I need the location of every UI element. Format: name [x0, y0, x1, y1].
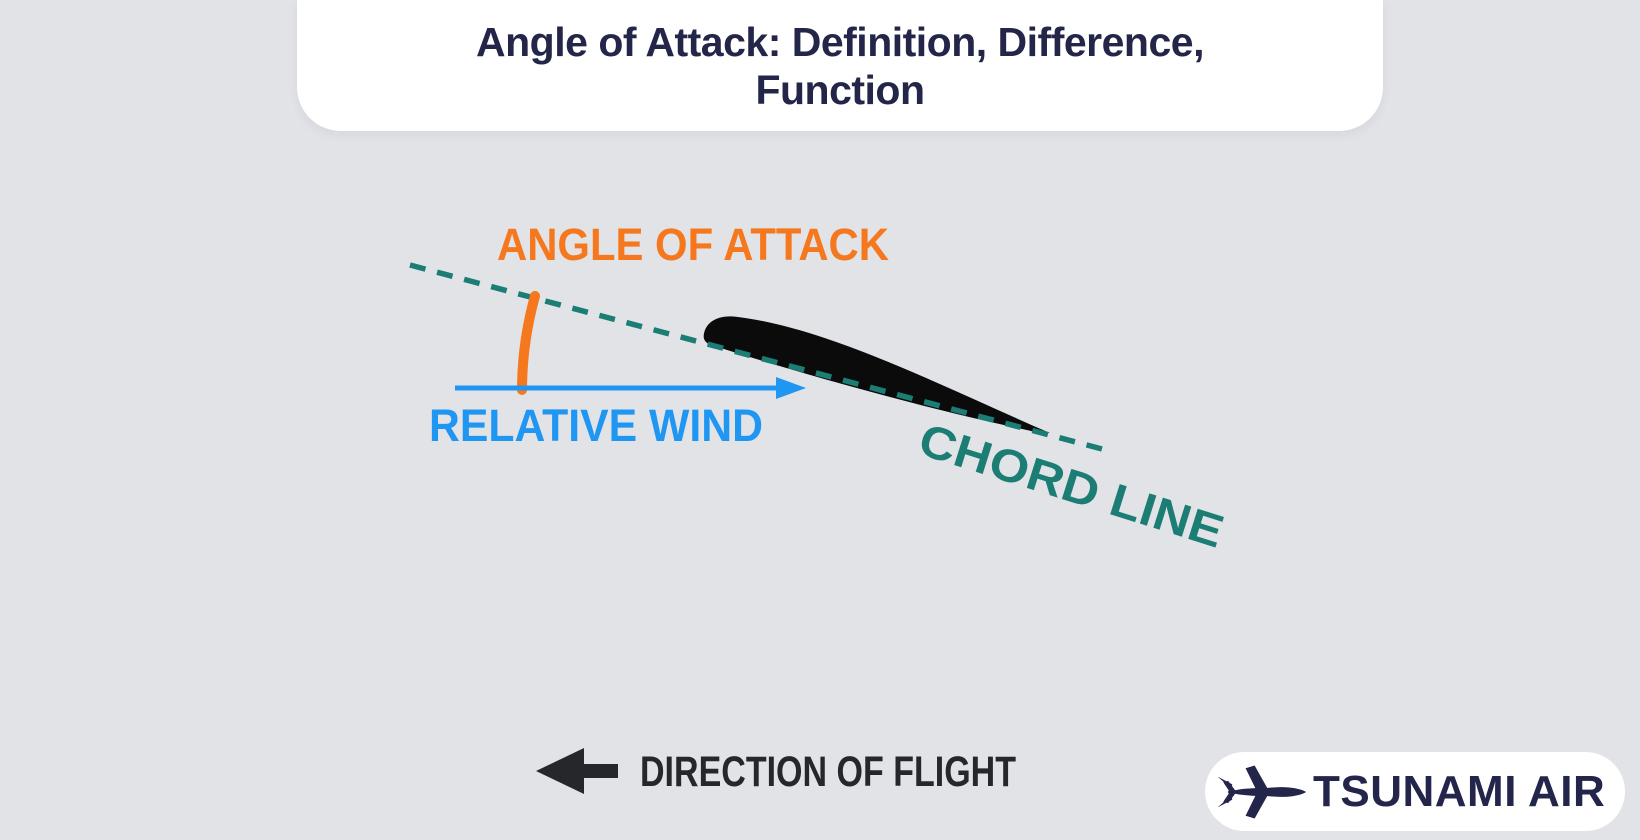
relative-wind-arrowhead-icon — [776, 377, 806, 399]
chord-line-label: CHORD LINE — [913, 413, 1230, 558]
brand-name: TSUNAMI AIR — [1313, 766, 1606, 816]
page-title-line2: Function — [755, 66, 925, 113]
airfoil-icon — [703, 316, 1050, 434]
relative-wind-label: RELATIVE WIND — [429, 400, 763, 451]
direction-of-flight-arrow-icon — [536, 748, 618, 794]
angle-arc-icon — [517, 291, 540, 395]
chord-dashed-line-icon — [409, 262, 1103, 452]
title-banner: Angle of Attack: Definition, Difference,… — [297, 0, 1383, 131]
angle-of-attack-label: ANGLE OF ATTACK — [497, 219, 889, 270]
jet-plane-icon — [1217, 765, 1307, 818]
page-title-line1: Angle of Attack: Definition, Difference, — [476, 18, 1204, 65]
direction-of-flight-label: DIRECTION OF FLIGHT — [640, 748, 1016, 796]
brand-logo: TSUNAMI AIR — [1205, 752, 1625, 831]
